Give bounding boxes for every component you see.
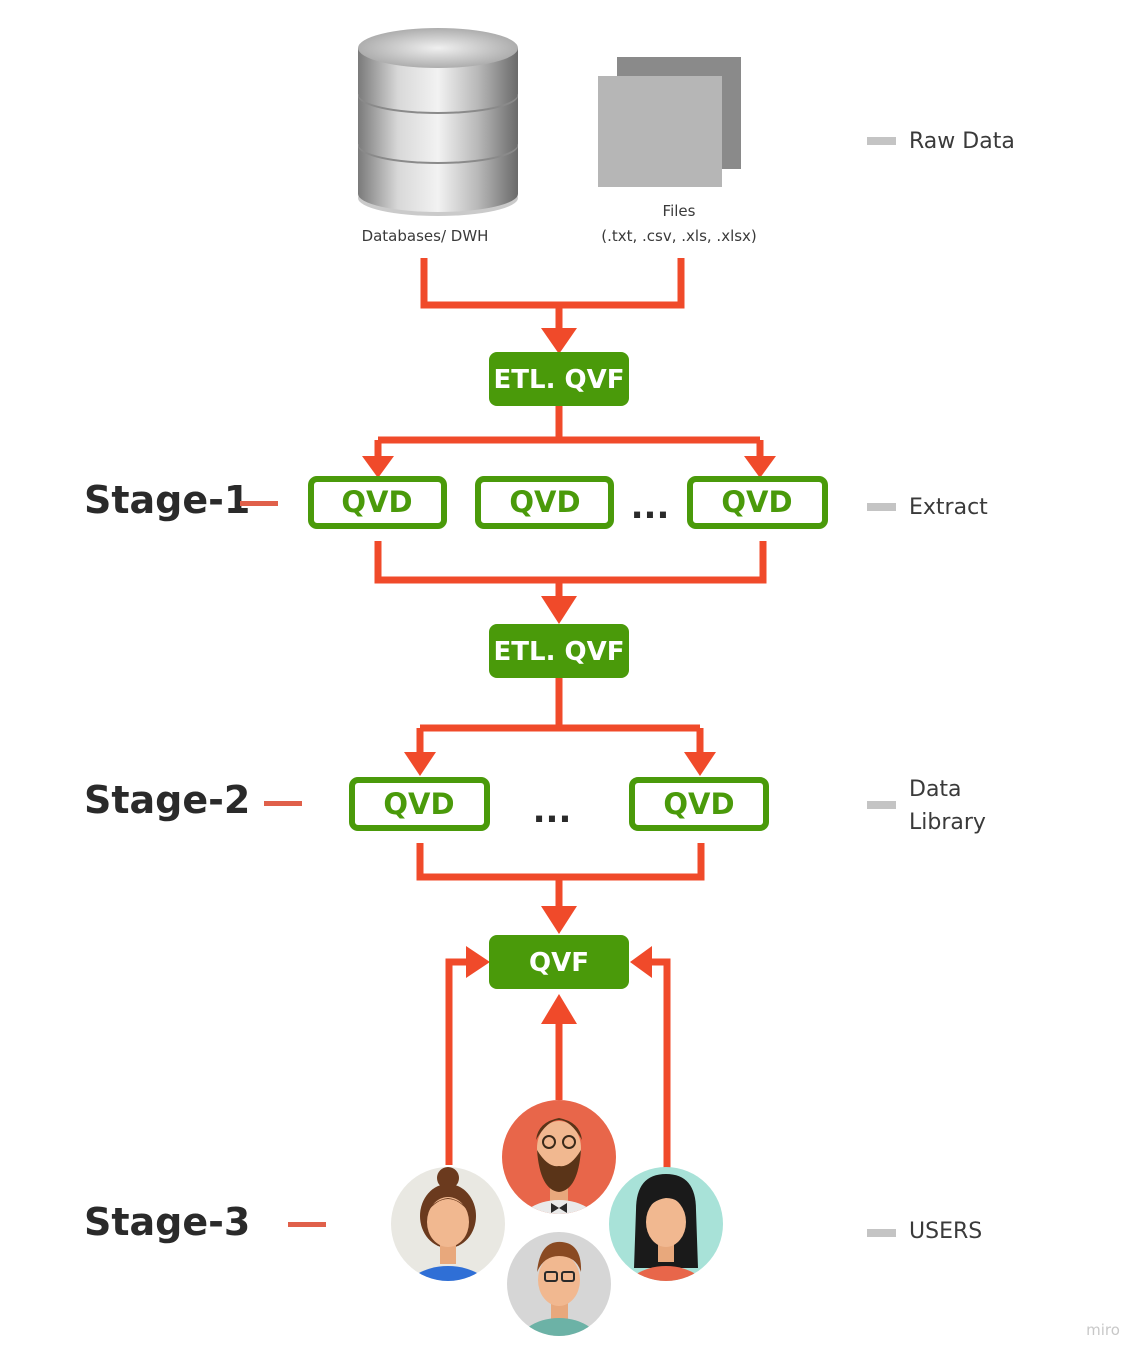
qvd-box-stage2-2: QVD [629,777,769,831]
files-label-extensions: (.txt, .csv, .xls, .xlsx) [601,227,757,245]
qvf-app-box: QVF [489,935,629,989]
qvd-box-stage1-1: QVD [308,476,447,529]
qvd-box-stage1-3-label: QVD [721,485,792,519]
qvd-box-stage2-1-label: QVD [383,787,454,821]
etl-box-2: ETL. QVF [489,624,629,678]
connector-user-left [445,958,470,1165]
legend-raw-bar [867,137,896,145]
connector-user-right [648,958,671,1170]
miro-watermark: miro [1086,1321,1120,1339]
qvd-box-stage1-1-label: QVD [341,485,412,519]
connectors [374,258,767,1170]
qvd-box-stage2-1: QVD [349,777,490,831]
stage-2-label: Stage-2 [84,778,250,822]
legend-library-line1: Data [909,777,962,802]
stage-2-dash [264,801,302,806]
stage-3-label: Stage-3 [84,1200,250,1244]
user-woman-bun-icon [391,1167,505,1281]
files-icon [598,57,741,187]
user-man-glasses-icon [507,1232,611,1336]
connector-sources-merge [420,258,685,309]
connector-stage2-merge [416,843,705,910]
etl-box-2-label: ETL. QVF [494,637,625,667]
stage1-ellipsis: ... [631,487,670,527]
etl-box-1: ETL. QVF [489,352,629,406]
connector-stage1-merge [374,541,767,600]
legend-extract-bar [867,503,896,511]
stage-1-dash [240,501,278,506]
qvd-box-stage2-2-label: QVD [663,787,734,821]
stage-1-label: Stage-1 [84,478,250,522]
legend-users-bar [867,1229,896,1237]
qvd-box-stage1-2: QVD [475,476,614,529]
files-label-name: Files [663,202,696,220]
legend-library-bar [867,801,896,809]
connector-etl2-split [416,678,704,756]
legend-library-line2: Library [909,810,986,835]
connector-etl1-split [374,406,764,458]
stage2-ellipsis: ... [533,791,572,831]
legend-extract: Extract [909,495,988,520]
stage-3-dash [288,1222,326,1227]
legend-users: USERS [909,1219,982,1244]
database-label: Databases/ DWH [362,227,489,245]
qvd-box-stage1-3: QVD [687,476,828,529]
qvf-app-label: QVF [529,948,589,978]
qvd-box-stage1-2-label: QVD [509,485,580,519]
user-woman-dark-hair-icon [609,1167,723,1281]
database-icon [358,28,518,216]
etl-box-1-label: ETL. QVF [494,365,625,395]
arrowheads [362,328,776,1024]
legend-raw-data: Raw Data [909,129,1015,154]
user-bearded-man-icon [502,1100,616,1214]
